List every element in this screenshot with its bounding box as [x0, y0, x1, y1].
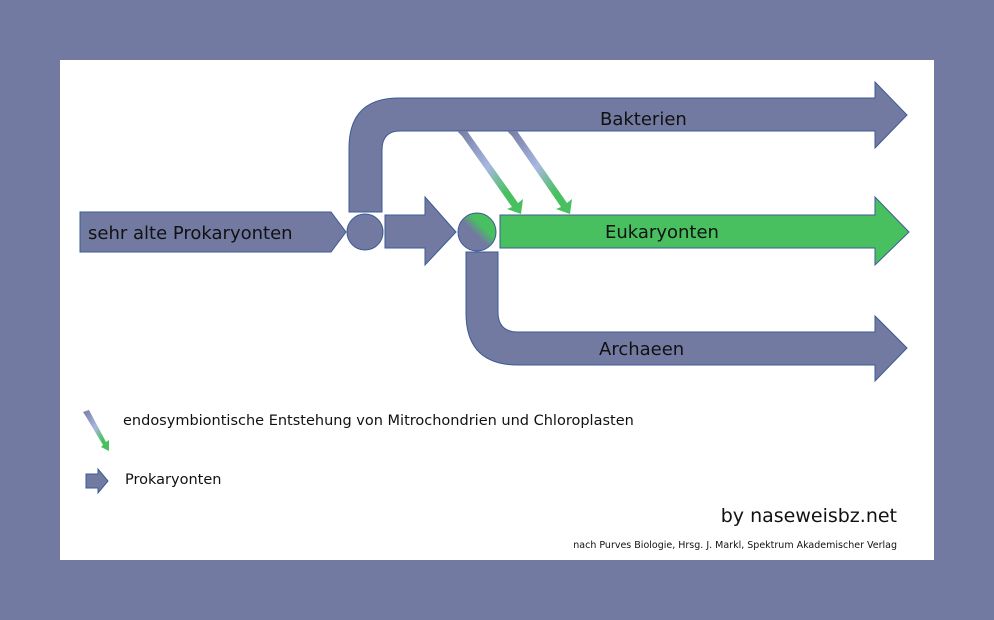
source-citation: nach Purves Biologie, Hrsg. J. Markl, Sp…	[573, 540, 897, 551]
branch-node-1	[346, 213, 384, 251]
endosymbiosis-arrow-1	[457, 131, 523, 214]
label-eukaryotes: Eukaryonten	[605, 222, 719, 243]
eukaryotes-arrow	[499, 195, 910, 267]
legend-endosymbiosis-label: endosymbiontische Entstehung von Mitroch…	[123, 413, 634, 429]
branch-node-2	[457, 212, 497, 252]
label-bacteria: Bakterien	[600, 109, 687, 130]
ancient-prokaryotes-arrow	[79, 211, 347, 253]
credit: by naseweisbz.net	[721, 505, 897, 527]
legend-prokaryotes-label: Prokaryonten	[125, 472, 221, 488]
legend-prokaryote-icon	[85, 467, 109, 495]
legend-endosymbiosis-icon	[83, 410, 109, 451]
archaea-arrow	[465, 251, 908, 383]
label-ancient-prokaryotes: sehr alte Prokaryonten	[88, 223, 293, 244]
endosymbiosis-arrow-2	[507, 131, 572, 214]
archaea-precursor-arrow	[384, 195, 457, 267]
label-archaea: Archaeen	[599, 339, 684, 360]
bacteria-arrow	[348, 80, 908, 213]
